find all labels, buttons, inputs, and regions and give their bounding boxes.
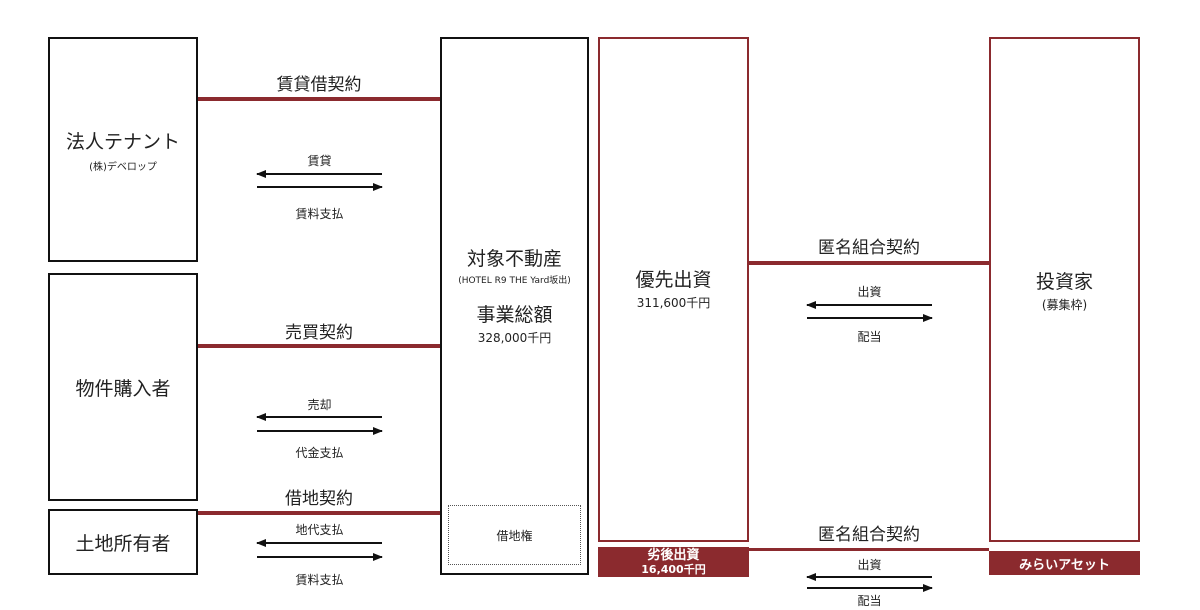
silent-partnership-top-line: [749, 261, 989, 265]
rent-payment-label: 賃料支払: [295, 207, 344, 221]
lease-label: 賃貸: [307, 154, 332, 168]
landowner-box: 土地所有者: [48, 509, 198, 575]
corporate-tenant-sub: (株)デベロップ: [89, 161, 157, 173]
land-lease-contract-line: [198, 511, 440, 515]
investor-sub: (募集枠): [1041, 297, 1088, 312]
property-buyer-box: 物件購入者: [48, 273, 198, 501]
senior-equity-box: 優先出資 311,600千円: [598, 37, 749, 542]
mirai-asset-title: みらいアセット: [1019, 557, 1110, 573]
subordinated-equity-title: 劣後出資: [647, 547, 700, 563]
sale-label: 売却: [307, 398, 332, 412]
sale-contract-line: [198, 344, 440, 348]
property-buyer-title: 物件購入者: [75, 377, 171, 400]
land-rent-payment-label: 地代支払: [295, 523, 344, 537]
mirai-asset-badge: みらいアセット: [989, 551, 1140, 575]
senior-equity-title: 優先出資: [635, 269, 712, 291]
investor-box: 投資家 (募集枠): [989, 37, 1140, 542]
sale-contract-label: 売買契約: [285, 323, 353, 343]
silent-partnership-top-label: 匿名組合契約: [818, 238, 920, 258]
dividend-bottom-label: 配当: [857, 594, 882, 608]
land-lease-contract-label: 借地契約: [285, 489, 353, 509]
rent-payment-label-2: 賃料支払: [295, 573, 344, 587]
lease-contract-line: [198, 97, 440, 101]
project-total-label: 事業総額: [476, 304, 553, 326]
dividend-top-label: 配当: [857, 330, 882, 344]
subordinated-equity-value: 16,400千円: [641, 562, 706, 576]
corporate-tenant-box: 法人テナント (株)デベロップ: [48, 37, 198, 262]
target-property-sub: (HOTEL R9 THE Yard坂出): [458, 276, 571, 286]
investment-top-label: 出資: [857, 285, 882, 299]
price-payment-label: 代金支払: [295, 446, 344, 460]
senior-equity-value: 311,600千円: [636, 296, 711, 310]
lease-contract-label: 賃貸借契約: [276, 75, 362, 95]
investor-title: 投資家: [1035, 270, 1093, 293]
investment-bottom-label: 出資: [857, 558, 882, 572]
target-property-box: 対象不動産 (HOTEL R9 THE Yard坂出) 事業総額 328,000…: [440, 37, 589, 575]
subordinated-equity-badge: 劣後出資 16,400千円: [598, 547, 749, 577]
silent-partnership-bottom-label: 匿名組合契約: [818, 525, 920, 545]
landowner-title: 土地所有者: [75, 532, 171, 555]
silent-partnership-bottom-line: [749, 548, 989, 551]
leasehold-box: 借地権: [448, 505, 581, 565]
project-total-value: 328,000千円: [477, 331, 552, 345]
corporate-tenant-title: 法人テナント: [65, 130, 180, 153]
leasehold-label: 借地権: [496, 528, 533, 543]
target-property-heading: 対象不動産 (HOTEL R9 THE Yard坂出) 事業総額 328,000…: [442, 244, 587, 346]
target-property-title: 対象不動産: [466, 248, 562, 270]
